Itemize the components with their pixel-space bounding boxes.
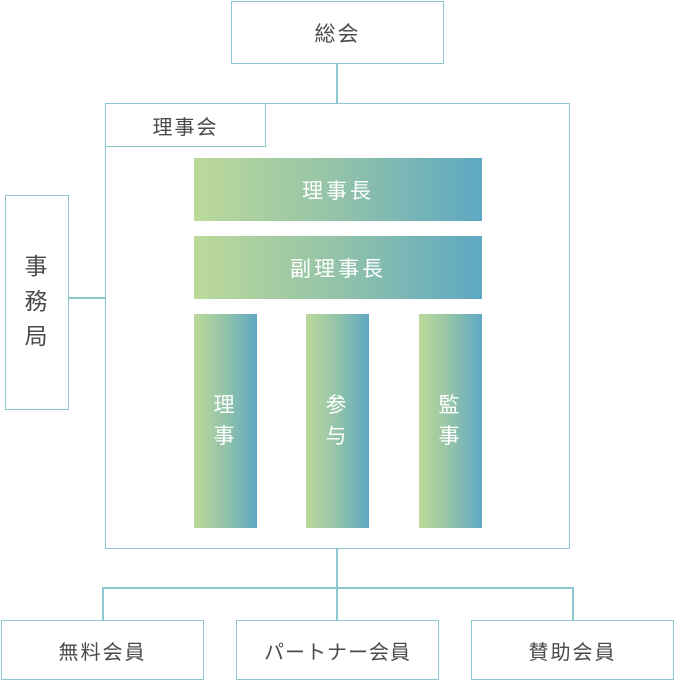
secretariat-char: 務 — [24, 289, 50, 315]
advisors-box: 参 与 — [306, 314, 369, 528]
chairman-box: 理事長 — [194, 158, 482, 221]
connector-members-horizontal — [102, 587, 574, 589]
general-assembly-box: 総会 — [231, 1, 444, 64]
board-container — [105, 103, 570, 549]
auditors-char: 事 — [438, 424, 463, 448]
auditors-box: 監 事 — [419, 314, 482, 528]
vice-chairman-label: 副理事長 — [290, 256, 386, 281]
connector-secretariat-board — [68, 297, 106, 299]
connector-member-partner — [336, 587, 338, 621]
secretariat-box: 事 務 局 — [5, 195, 69, 410]
auditors-char: 監 — [438, 393, 463, 417]
free-member-label: 無料会員 — [58, 639, 147, 664]
board-label: 理事会 — [152, 114, 219, 139]
supporting-member-box: 賛助会員 — [471, 620, 674, 680]
supporting-member-label: 賛助会員 — [528, 639, 617, 664]
connector-board-members — [336, 548, 338, 588]
general-assembly-label: 総会 — [314, 21, 361, 46]
vice-chairman-box: 副理事長 — [194, 236, 482, 299]
directors-char: 理 — [213, 393, 238, 417]
advisors-char: 参 — [325, 393, 350, 417]
chairman-label: 理事長 — [302, 178, 374, 203]
directors-char: 事 — [213, 424, 238, 448]
board-label-box: 理事会 — [105, 103, 266, 147]
connector-member-free — [102, 587, 104, 621]
connector-assembly-board — [336, 63, 338, 104]
partner-member-box: パートナー会員 — [236, 620, 439, 680]
secretariat-char: 局 — [24, 324, 50, 350]
advisors-char: 与 — [325, 424, 350, 448]
partner-member-label: パートナー会員 — [264, 639, 411, 664]
secretariat-char: 事 — [24, 254, 50, 280]
directors-box: 理 事 — [194, 314, 257, 528]
free-member-box: 無料会員 — [1, 620, 204, 680]
connector-member-supporting — [572, 587, 574, 621]
